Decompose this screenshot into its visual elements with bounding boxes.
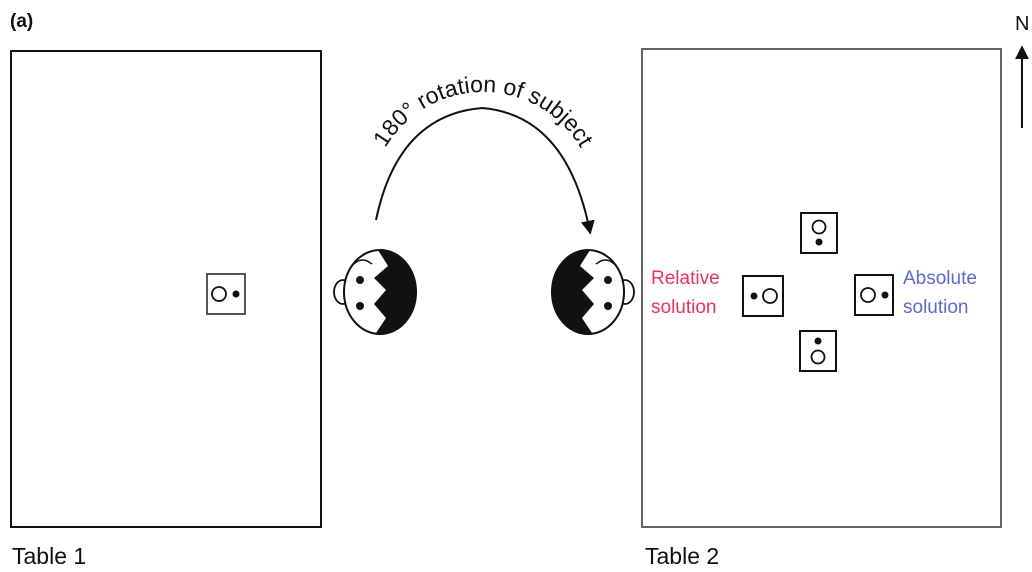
- relative-solution-line1: Relative: [651, 268, 720, 289]
- subject-head-icon: [551, 249, 635, 335]
- absolute-solution-line1: Absolute: [903, 268, 977, 289]
- subject-head-icon: [333, 249, 417, 335]
- table-2-card-north: [800, 212, 838, 254]
- curved-arrow-icon: [375, 106, 595, 235]
- filled-dot-icon: [815, 238, 823, 246]
- table-2: Relative solution Absolute solution Tabl…: [641, 48, 1002, 569]
- absolute-solution-label: Absolute solution: [903, 268, 977, 318]
- table-1: Table 1: [10, 50, 322, 569]
- open-circle-icon: [811, 219, 827, 235]
- table-2-card-absolute: [854, 274, 894, 316]
- panel-label: (a): [10, 11, 33, 32]
- table-2-card-relative: [742, 275, 784, 317]
- table-1-card: [206, 273, 246, 315]
- table-2-card-south: [799, 330, 837, 372]
- open-circle-icon: [860, 287, 876, 303]
- rotation-label-text: 180° rotation of subject: [368, 71, 599, 151]
- relative-solution-label: Relative solution: [651, 268, 720, 318]
- table-2-caption: Table 2: [645, 543, 719, 569]
- filled-dot-icon: [814, 337, 822, 345]
- open-circle-icon: [810, 349, 826, 365]
- table-1-surface: [10, 50, 322, 528]
- north-indicator: N: [1015, 13, 1029, 128]
- filled-dot-icon: [881, 291, 889, 299]
- table-2-surface: [641, 48, 1002, 528]
- open-circle-icon: [762, 288, 778, 304]
- rotation-label: 180° rotation of subject: [368, 71, 599, 151]
- table-1-caption: Table 1: [12, 543, 86, 569]
- rotation-annotation: 180° rotation of subject: [368, 71, 599, 235]
- filled-dot-icon: [232, 290, 240, 298]
- absolute-solution-line2: solution: [903, 297, 969, 318]
- relative-solution-line2: solution: [651, 297, 717, 318]
- north-label: N: [1015, 13, 1029, 35]
- open-circle-icon: [211, 286, 227, 302]
- filled-dot-icon: [750, 292, 758, 300]
